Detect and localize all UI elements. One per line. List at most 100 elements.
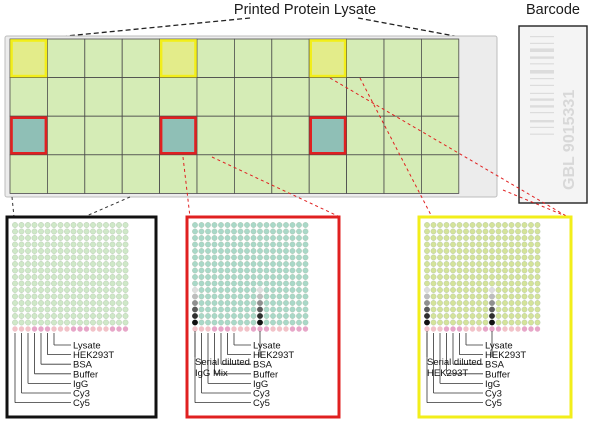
array-spot <box>270 280 276 287</box>
array-spot <box>198 274 205 280</box>
array-spot <box>38 287 44 293</box>
array-spot <box>51 313 57 319</box>
array-spot <box>96 306 103 313</box>
array-spot <box>83 274 90 280</box>
array-spot <box>77 222 83 228</box>
array-spot <box>96 241 103 248</box>
array-spot <box>31 228 38 235</box>
array-spot <box>244 228 250 235</box>
array-spot <box>270 287 276 293</box>
array-spot <box>122 235 129 241</box>
array-spot <box>450 228 456 235</box>
array-spot <box>476 248 482 254</box>
array-spot <box>463 228 469 235</box>
array-spot <box>31 313 38 319</box>
array-spot <box>463 280 469 287</box>
array-spot <box>198 287 205 293</box>
array-spot <box>276 300 283 306</box>
array-spot <box>231 241 237 248</box>
array-spot <box>51 228 57 235</box>
array-spot <box>515 300 521 306</box>
slide-pad-grid <box>9 38 460 194</box>
control-spot <box>489 326 495 332</box>
array-spot <box>289 274 296 280</box>
array-spot <box>463 293 469 300</box>
array-spot <box>198 228 205 235</box>
array-spot <box>64 248 70 254</box>
array-spot <box>515 267 521 274</box>
array-spot <box>283 300 289 306</box>
array-spot <box>302 313 309 319</box>
control-spot <box>70 326 77 332</box>
array-spot <box>18 280 25 287</box>
array-spot <box>430 306 437 313</box>
array-spot <box>469 248 476 254</box>
array-spot <box>38 228 44 235</box>
array-spot <box>12 319 18 326</box>
legend-label: Cy5 <box>73 398 90 409</box>
array-spot <box>296 235 302 241</box>
slide-pad-highlight-red <box>309 116 347 155</box>
array-spot <box>70 287 77 293</box>
array-spot <box>489 241 495 248</box>
array-spot <box>12 306 18 313</box>
array-spot <box>231 319 237 326</box>
array-spot <box>276 254 283 261</box>
array-spot <box>443 280 450 287</box>
array-spot <box>515 287 521 293</box>
array-spot <box>224 248 231 254</box>
array-spot <box>244 280 250 287</box>
array-spot <box>77 228 83 235</box>
array-spot <box>469 293 476 300</box>
array-spot <box>205 319 211 326</box>
array-spot <box>103 319 109 326</box>
array-spot <box>482 293 489 300</box>
array-spot <box>211 241 218 248</box>
array-spot <box>515 274 521 280</box>
array-spot <box>231 267 237 274</box>
array-spot <box>437 306 443 313</box>
array-spot <box>456 241 463 248</box>
array-spot <box>443 235 450 241</box>
array-spot <box>198 306 205 313</box>
array-spot <box>103 261 109 267</box>
control-spot <box>302 326 309 332</box>
array-spot <box>456 235 463 241</box>
array-spot <box>90 235 96 241</box>
array-spot <box>64 313 70 319</box>
array-spot <box>534 267 541 274</box>
array-spot <box>495 248 502 254</box>
array-spot <box>77 280 83 287</box>
serial-dilution-spot <box>489 306 495 313</box>
legend-label: HEK293T <box>485 350 526 361</box>
array-spot <box>77 293 83 300</box>
array-spot <box>443 248 450 254</box>
array-spot <box>218 254 224 261</box>
array-spot <box>534 319 541 326</box>
legend-label: HEK293T <box>253 350 294 361</box>
serial-dilution-spot <box>489 319 495 326</box>
array-spot <box>224 293 231 300</box>
array-spot <box>263 313 270 319</box>
array-spot <box>450 267 456 274</box>
array-spot <box>456 313 463 319</box>
control-spot <box>25 326 31 332</box>
array-spot <box>257 274 263 280</box>
array-spot <box>122 261 129 267</box>
array-spot <box>224 274 231 280</box>
array-spot <box>31 300 38 306</box>
slide-pad <box>346 77 385 117</box>
array-spot <box>57 261 64 267</box>
array-spot <box>263 261 270 267</box>
array-spot <box>44 293 51 300</box>
array-spot <box>456 261 463 267</box>
array-spot <box>244 254 250 261</box>
array-spot <box>424 274 430 280</box>
array-spot <box>205 248 211 254</box>
array-spot <box>25 248 31 254</box>
array-spot <box>424 267 430 274</box>
array-spot <box>122 280 129 287</box>
array-spot <box>57 235 64 241</box>
array-spot <box>83 228 90 235</box>
